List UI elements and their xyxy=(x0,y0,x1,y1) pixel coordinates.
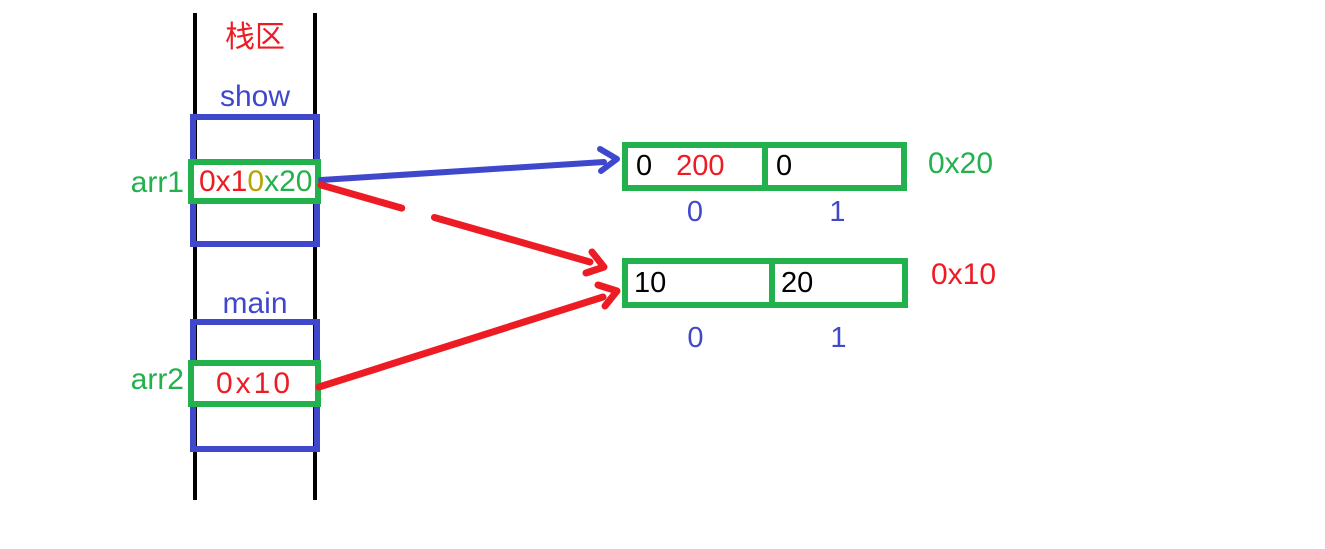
array-0x20-cell-1: 0 xyxy=(768,148,901,185)
array-0x10-index-1: 1 xyxy=(830,322,847,354)
arr2-variable-box: 0x10 xyxy=(188,360,321,407)
cell-value: 0 xyxy=(636,150,653,182)
arrowhead-arr1-to-0x20 xyxy=(597,146,620,174)
heap-array-0x10: 10 20 xyxy=(622,258,908,308)
arr1-old-value-part: 0x1 xyxy=(199,164,248,198)
main-frame-label: main xyxy=(222,287,288,320)
arrow-arr1-to-0x10-old xyxy=(317,181,594,266)
cell-value: 20 xyxy=(781,266,814,299)
array-0x20-index-1: 1 xyxy=(829,196,846,228)
cell-value: 0 xyxy=(776,150,793,182)
arr1-new-value-part: x20 xyxy=(264,164,313,198)
array-0x20-index-0: 0 xyxy=(686,196,704,228)
arr1-overlap-part: 0 xyxy=(247,164,265,198)
arrowhead-arr2-to-0x10 xyxy=(594,281,621,310)
stack-wall-left xyxy=(193,13,197,500)
array-0x10-cell-0: 10 xyxy=(628,264,775,302)
arr2-value: 0x10 xyxy=(215,366,294,400)
arrowhead-arr1-to-0x10-old xyxy=(582,248,608,277)
arr2-label: arr2 xyxy=(130,363,184,396)
show-frame-label: show xyxy=(219,80,291,113)
array-0x10-cell-1: 20 xyxy=(775,264,902,302)
heap-array-0x20: 0 200 0 xyxy=(622,142,907,191)
array-0x10-address-label: 0x10 xyxy=(931,258,997,291)
cell-value: 10 xyxy=(634,266,667,299)
array-0x20-cell-0: 0 200 xyxy=(628,148,768,185)
arr1-label: arr1 xyxy=(130,166,184,199)
cell-assigned-value: 200 xyxy=(676,150,725,182)
arrow-arr1-to-0x20 xyxy=(318,159,607,183)
array-0x20-address-label: 0x20 xyxy=(928,147,994,180)
stack-region-title: 栈区 xyxy=(225,21,285,54)
array-0x10-index-0: 0 xyxy=(687,322,704,354)
stack-wall-right xyxy=(313,13,317,500)
arrow-arr2-to-0x10 xyxy=(315,293,607,391)
